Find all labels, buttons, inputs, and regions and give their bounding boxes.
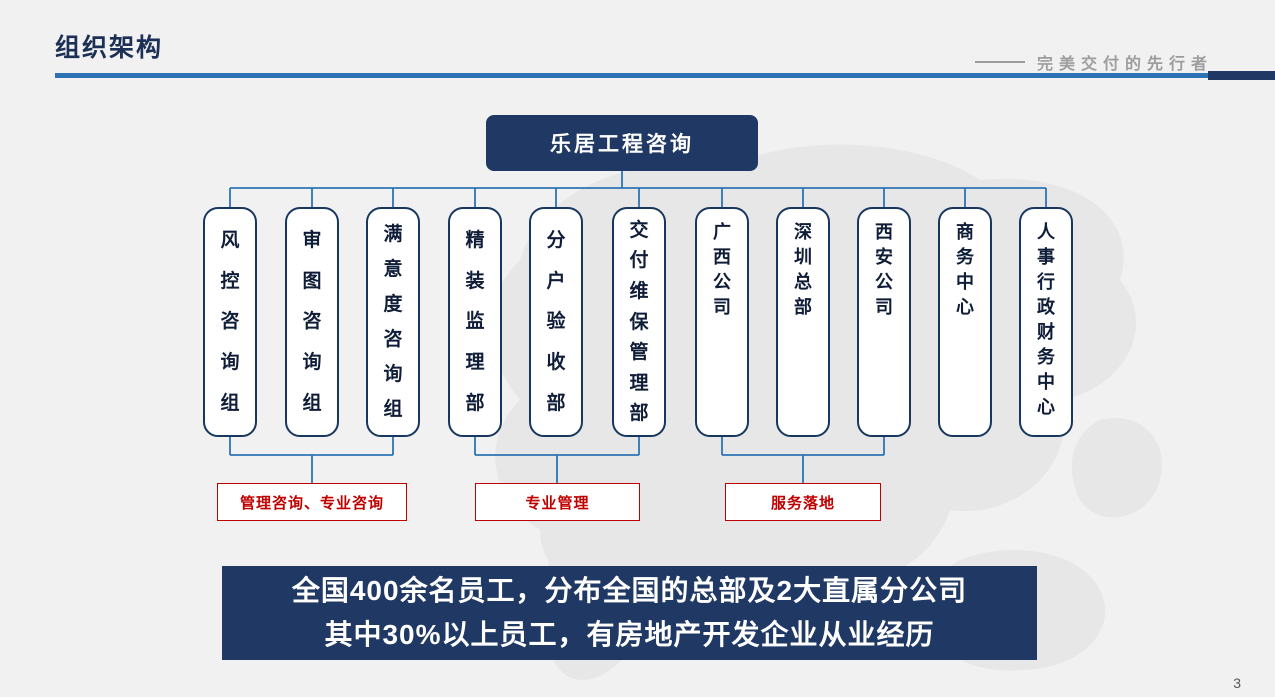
- department-box-7: 广西公司: [695, 207, 749, 437]
- department-box-4: 精装监理部: [448, 207, 502, 437]
- group-label-consulting: 管理咨询、专业咨询: [217, 483, 407, 521]
- tagline-text: 完美交付的先行者: [1036, 56, 1213, 73]
- department-box-8: 深圳总部: [776, 207, 830, 437]
- page-number: 3: [1233, 675, 1241, 691]
- department-box-2: 审图咨询组: [285, 207, 339, 437]
- group-label-service-delivery: 服务落地: [725, 483, 881, 521]
- tagline-rule: [974, 61, 1025, 63]
- root-org-box: 乐居工程咨询: [486, 115, 758, 171]
- header-divider-blue: [55, 73, 1275, 78]
- department-box-6: 交付维保管理部: [612, 207, 666, 437]
- header-divider-navy: [1208, 71, 1275, 80]
- banner-line-1: 全国400余名员工，分布全国的总部及2大直属分公司: [291, 575, 968, 606]
- department-box-9: 西安公司: [857, 207, 911, 437]
- tagline: 完美交付的先行者: [974, 50, 1213, 74]
- summary-banner: 全国400余名员工，分布全国的总部及2大直属分公司 其中30%以上员工，有房地产…: [222, 566, 1037, 660]
- department-box-10: 商务中心: [938, 207, 992, 437]
- department-box-1: 风控咨询组: [203, 207, 257, 437]
- group-label-professional-management: 专业管理: [475, 483, 640, 521]
- department-box-5: 分户验收部: [529, 207, 583, 437]
- department-box-11: 人事行政财务中心: [1019, 207, 1073, 437]
- page-title: 组织架构: [55, 34, 164, 62]
- department-box-3: 满意度咨询组: [366, 207, 420, 437]
- banner-line-2: 其中30%以上员工，有房地产开发企业从业经历: [324, 619, 935, 650]
